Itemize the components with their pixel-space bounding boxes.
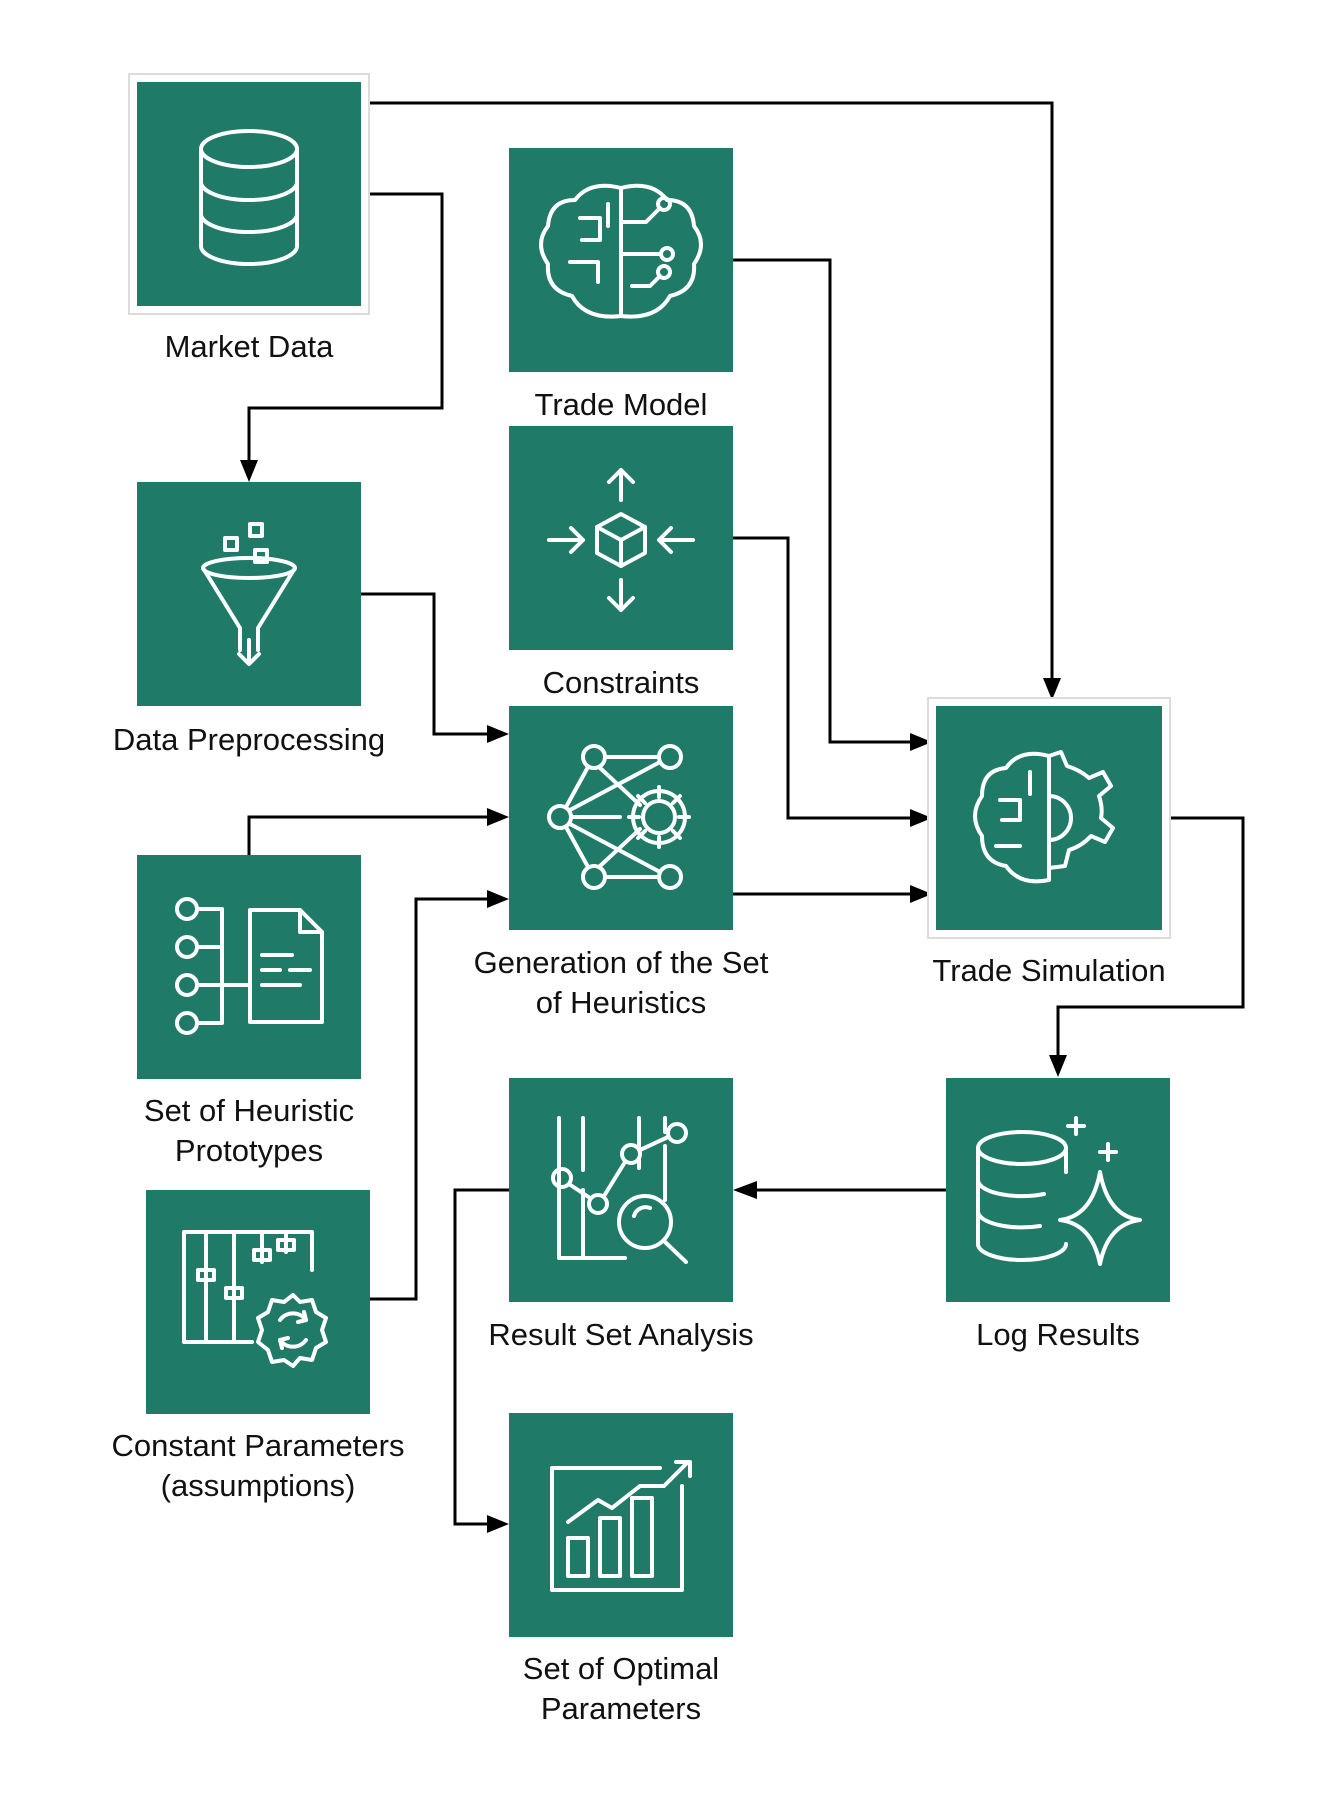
arrowhead: [910, 733, 932, 751]
node-optimal-parameters[interactable]: Set of Optimal Parameters: [509, 1413, 733, 1726]
edge-heuristic-prototypes-to-generation: [247, 815, 489, 855]
arrowhead: [487, 890, 509, 908]
node-constraints[interactable]: Constraints: [509, 426, 733, 700]
node-label-line2: of Heuristics: [536, 985, 707, 1020]
arrowhead: [240, 460, 258, 482]
node-label: Market Data: [165, 329, 335, 364]
document-tree-icon: [175, 897, 324, 1035]
arrowhead: [487, 808, 509, 826]
node-label-line1: Constant Parameters: [112, 1428, 405, 1463]
tile: [146, 1190, 370, 1414]
edge-trade-simulation-to-log-results: [1056, 816, 1245, 1057]
node-data-preprocessing[interactable]: Data Preprocessing: [113, 482, 385, 757]
brain-gear-icon: [973, 750, 1115, 884]
arrowhead: [1043, 678, 1061, 700]
arrowhead: [487, 1515, 509, 1533]
edge-trade-model-to-trade-simulation: [733, 258, 912, 744]
node-log-results[interactable]: Log Results: [946, 1078, 1170, 1352]
edge-market-data-to-data-preprocessing: [247, 192, 444, 462]
node-label: Constraints: [543, 665, 700, 700]
chart-magnifier-icon: [551, 1116, 688, 1264]
node-label-line1: Set of Optimal: [523, 1651, 719, 1686]
node-heuristic-prototypes[interactable]: Set of Heuristic Prototypes: [137, 855, 361, 1168]
node-trade-model[interactable]: Trade Model: [509, 148, 733, 422]
network-gear-icon: [547, 744, 691, 890]
arrowhead: [733, 1181, 757, 1199]
node-label: Log Results: [976, 1317, 1140, 1352]
arrowhead: [1049, 1055, 1067, 1077]
database-icon: [199, 129, 299, 266]
node-generation[interactable]: Generation of the Set of Heuristics: [474, 706, 769, 1020]
node-label-line2: (assumptions): [161, 1468, 356, 1503]
tile: [509, 1078, 733, 1302]
node-result-analysis[interactable]: Result Set Analysis: [488, 1078, 754, 1352]
arrowhead: [487, 725, 509, 743]
edge-constraints-to-trade-simulation: [733, 536, 912, 820]
node-label: Result Set Analysis: [488, 1317, 753, 1352]
node-label: Data Preprocessing: [113, 722, 385, 757]
node-label: Trade Simulation: [932, 953, 1165, 988]
edge-market-data-to-trade-simulation: [368, 101, 1054, 682]
arrowhead: [910, 809, 932, 827]
bar-chart-growth-icon: [550, 1460, 692, 1592]
node-trade-simulation[interactable]: Trade Simulation: [927, 697, 1171, 988]
edge-constant-parameters-to-generation: [370, 897, 489, 1301]
sliders-gear-icon: [182, 1230, 328, 1368]
database-sparkle-icon: [975, 1116, 1142, 1266]
arrowhead: [910, 885, 932, 903]
node-label: Trade Model: [535, 387, 708, 422]
node-label-line2: Prototypes: [175, 1133, 323, 1168]
connectors: [240, 101, 1245, 1533]
tile: [137, 482, 361, 706]
edge-data-preprocessing-to-generation: [361, 592, 489, 736]
funnel-icon: [201, 522, 297, 666]
node-label-line1: Generation of the Set: [474, 945, 769, 980]
node-label-line2: Parameters: [541, 1691, 701, 1726]
tile: [137, 82, 361, 306]
edge-result-analysis-to-optimal-parameters: [453, 1188, 509, 1526]
node-market-data[interactable]: Market Data: [128, 73, 370, 364]
brain-circuit-icon: [539, 183, 703, 319]
cube-arrows-icon: [547, 468, 695, 612]
node-label-line1: Set of Heuristic: [144, 1093, 354, 1128]
node-constant-parameters[interactable]: Constant Parameters (assumptions): [112, 1190, 405, 1503]
